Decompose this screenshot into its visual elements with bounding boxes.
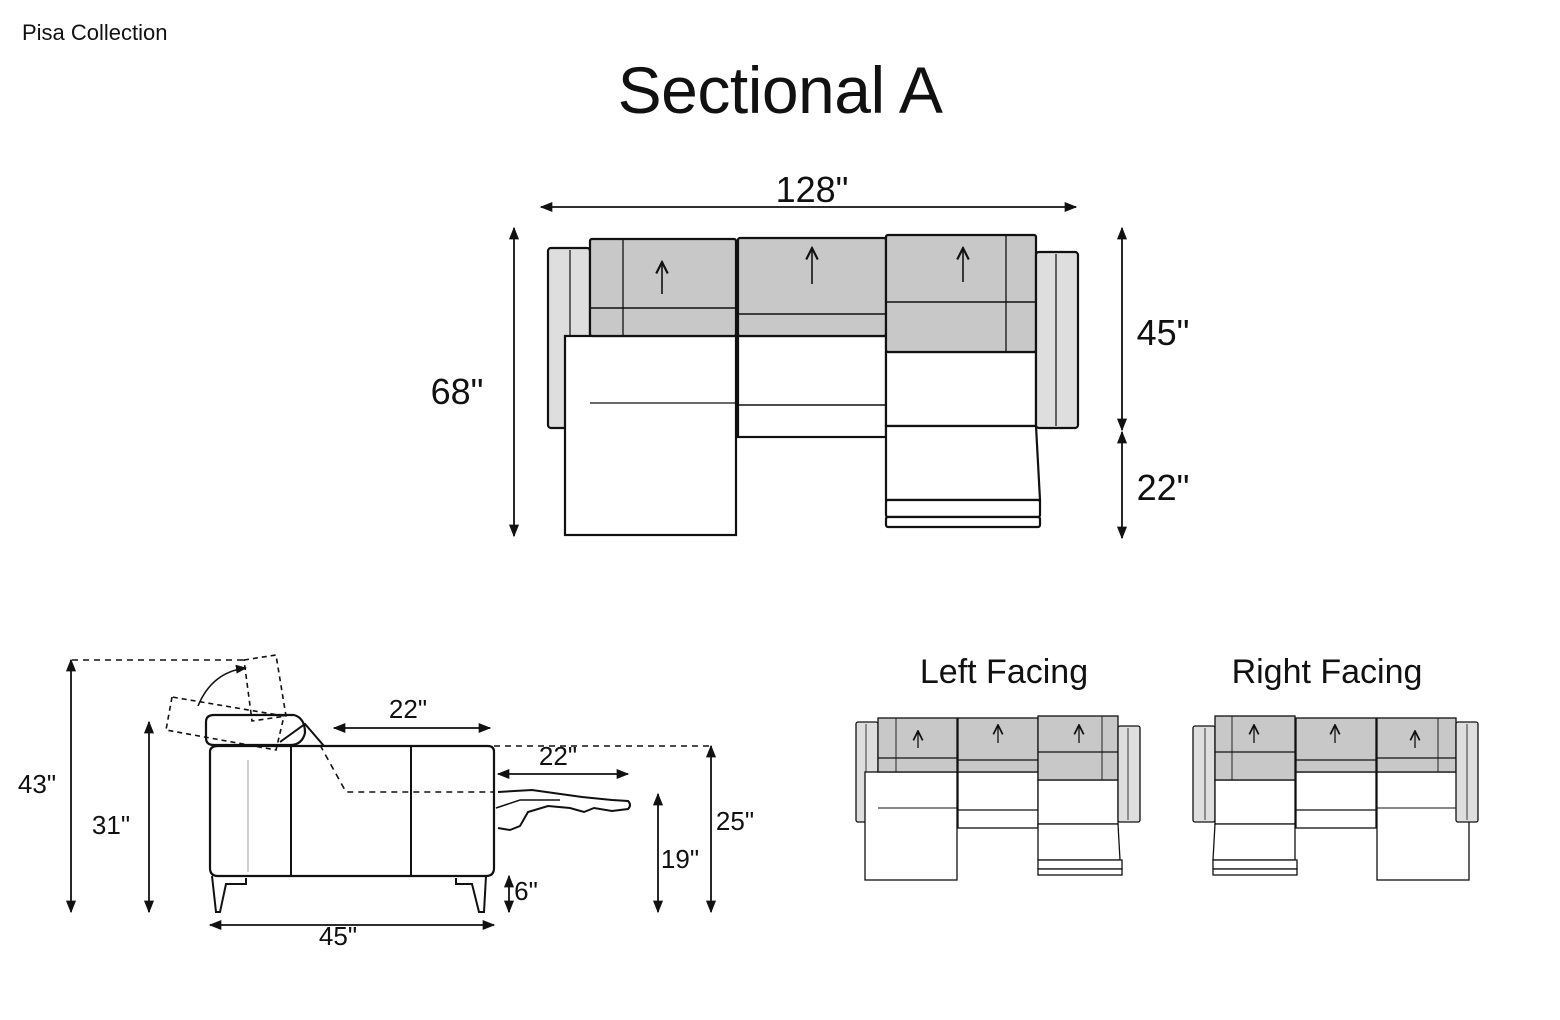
collection-label: Pisa Collection (22, 20, 168, 45)
leg-height-label: 6" (514, 876, 538, 906)
back-depth-label: 45" (1137, 312, 1190, 353)
right-facing-thumbnail (1192, 715, 1479, 881)
depth-label: 68" (431, 371, 484, 412)
back-leg (455, 875, 487, 913)
sofa-body (208, 744, 496, 878)
left-facing-thumbnail (855, 715, 1141, 881)
headrest (204, 713, 307, 747)
middle-seat (736, 236, 888, 439)
top-view (546, 233, 1080, 537)
height-25-label: 25" (716, 806, 754, 836)
ext-depth-label: 22" (1137, 467, 1190, 508)
right-recliner (884, 233, 1042, 529)
page-title: Sectional A (617, 53, 943, 127)
front-leg (211, 875, 247, 913)
side-dimension-lines (65, 658, 717, 931)
right-facing-label: Right Facing (1232, 653, 1423, 691)
back-height-label: 31" (92, 810, 130, 840)
ext-length-label: 22" (539, 741, 577, 771)
right-arm (1034, 250, 1080, 430)
side-view (165, 654, 631, 913)
width-label: 128" (776, 169, 849, 210)
left-facing-label: Left Facing (920, 653, 1088, 691)
side-depth-label: 45" (319, 921, 357, 951)
reclined-headrest-outline (165, 696, 285, 751)
upright-headrest-outline (243, 654, 287, 722)
footrest (497, 788, 631, 832)
seat-depth-label: 22" (389, 694, 427, 724)
height-19-label: 19" (661, 844, 699, 874)
overall-height-label: 43" (18, 769, 56, 799)
top-dimension-lines (508, 201, 1128, 540)
left-chaise (563, 237, 738, 537)
rotate-arrow-icon (197, 664, 248, 707)
